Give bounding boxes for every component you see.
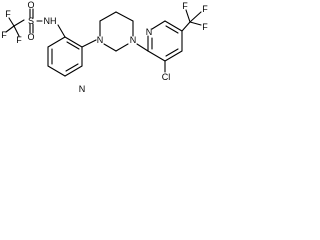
atom-nh: NH (44, 16, 57, 26)
ring1-db-1 (66, 41, 80, 50)
atom-o-bot: O (27, 32, 34, 42)
bond-cf3-f3 (13, 25, 20, 37)
atom-f-right-top: F (182, 1, 188, 11)
ring2-db-1 (165, 25, 179, 34)
ring2-n1-c6 (151, 20, 166, 30)
atom-f-right-bot: F (202, 22, 208, 32)
ring2-c4-c3 (164, 50, 183, 62)
ring2-c3-c2 (147, 50, 166, 62)
atom-f-right-mid: F (202, 4, 208, 14)
atom-cl: Cl (162, 72, 171, 82)
atom-s: S (28, 16, 34, 26)
bond-npip-c2r (136, 43, 149, 52)
bond-c5-cf3 (181, 21, 191, 32)
bond-cf3-f1 (8, 17, 15, 27)
pip-n4-c4 (115, 43, 129, 52)
atom-f-left-mid: F (1, 30, 7, 40)
pip-c2-c3 (115, 11, 134, 22)
bond-cf3r-f1 (185, 9, 191, 23)
atom-o-top: O (27, 0, 34, 10)
bond-c-s (13, 19, 25, 27)
bond-c2-npip (81, 39, 97, 48)
ring1-n1-c6 (64, 65, 83, 77)
ring1-db-2 (65, 63, 79, 72)
bond-cf3r-f2 (189, 11, 202, 23)
ring1-c3-c2 (64, 36, 83, 48)
structure-diagram: F F F S O O NH N N N N Cl F F F (1, 0, 208, 94)
atom-n-pyridine-right: N (146, 27, 153, 37)
ring2-db-2 (165, 48, 179, 57)
pip-c4-n1 (103, 43, 117, 52)
bond-nh-c3 (57, 24, 66, 38)
atom-n-piperazine-top: N (97, 35, 104, 45)
pip-c1-c2 (99, 11, 117, 22)
atom-n-pyridine-left: N (79, 84, 86, 94)
atom-n-piperazine-bot: N (130, 35, 137, 45)
molecule-canvas: F F F S O O NH N N N N Cl F F F (0, 0, 213, 124)
ring1-c6-c5 (47, 65, 66, 77)
ring2-c6-c5 (164, 20, 183, 32)
ring1-c4-c3 (47, 36, 66, 48)
atom-labels: F F F S O O NH N N N N Cl F F F (1, 0, 208, 94)
bonds (5, 8, 202, 77)
bond-cf3-f2 (5, 25, 15, 33)
atom-f-left-bot: F (16, 35, 22, 45)
atom-f-left-top: F (5, 9, 11, 19)
bond-cf3r-f3 (189, 21, 202, 26)
